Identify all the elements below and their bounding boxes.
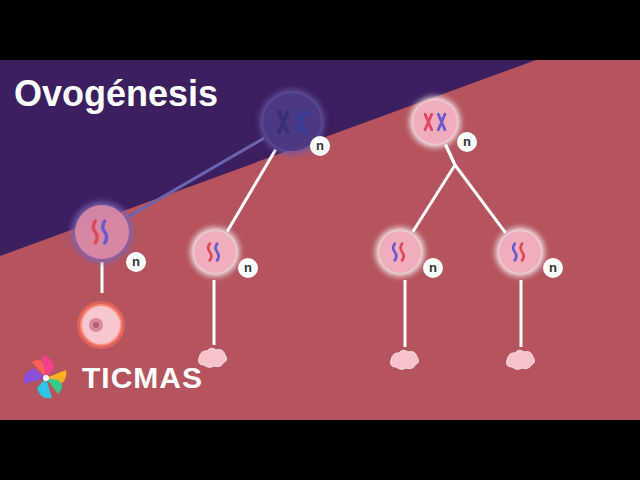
lineage-line (446, 145, 506, 233)
ploidy-badge: n (238, 258, 258, 278)
ploidy-badge: n (126, 252, 146, 272)
chromosome (279, 112, 288, 132)
chromosomes (75, 205, 129, 259)
chromosome (438, 114, 445, 129)
brand-logo: TICMAS (82, 361, 203, 395)
title: Ovogénesis (14, 73, 218, 115)
cell-node: n (413, 100, 457, 144)
cell-circle (379, 231, 421, 273)
cell-circle (499, 231, 541, 273)
chromosome (425, 114, 432, 129)
ploidy-badge: n (543, 258, 563, 278)
lineage-line (413, 145, 455, 232)
cell-node: n (263, 93, 321, 151)
cell-node: n (379, 231, 421, 273)
cell-circle (194, 231, 236, 273)
chromosome (103, 221, 107, 243)
chromosomes (194, 231, 236, 273)
chromosome (513, 244, 516, 261)
chromosome (296, 112, 305, 132)
ploidy-badge: n (457, 132, 477, 152)
cell-node: n (194, 231, 236, 273)
chromosome (208, 244, 211, 261)
lineage-line (227, 150, 276, 232)
cell-node: n (499, 231, 541, 273)
chromosome (393, 244, 396, 261)
cell-node: n (75, 205, 129, 259)
ploidy-badge: n (310, 136, 330, 156)
chromosomes (413, 100, 457, 144)
ploidy-badge: n (423, 258, 443, 278)
cell-circle (75, 205, 129, 259)
chromosomes (499, 231, 541, 273)
chromosome (216, 244, 219, 261)
chromosomes (379, 231, 421, 273)
chromosome (401, 244, 404, 261)
chromosome (521, 244, 524, 261)
chromosome (93, 221, 97, 243)
cell-circle (413, 100, 457, 144)
